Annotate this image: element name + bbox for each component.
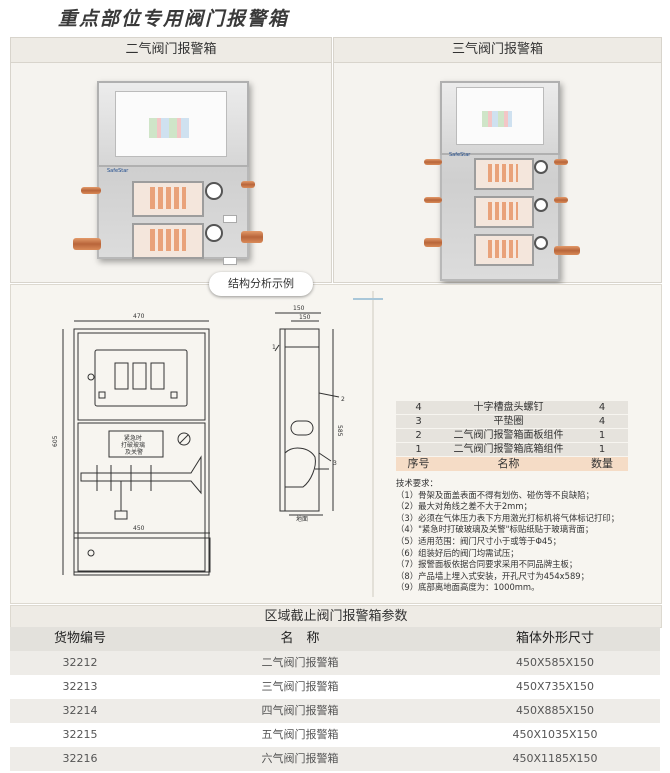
dim-height: 605 (52, 435, 59, 447)
table-row: 32215 五气阀门报警箱 450X1035X150 (10, 723, 660, 747)
callout-3: 3 (333, 460, 337, 467)
cell-size: 450X1185X150 (512, 752, 598, 765)
tech-item: （5）适用范围：阀门尺寸小于或等于Φ45； (396, 535, 561, 546)
table-row: 32214 四气阀门报警箱 450X885X150 (10, 699, 660, 723)
table-row: 32212 二气阀门报警箱 450X585X150 (10, 651, 660, 675)
tech-title: 技术要求： (396, 478, 438, 488)
tech-requirements: 技术要求： （1）骨架及面盖表面不得有划伤、碰伤等不良缺陷； （2）最大对角线之… (396, 478, 661, 594)
dim-depth-2: 150 (299, 314, 311, 321)
dim-width: 470 (133, 313, 145, 320)
parts-row: 2 二气阀门报警箱面板组件 1 (396, 429, 628, 442)
warning-line-1: 紧急时 (124, 434, 142, 442)
cell-name: 六气阀门报警箱 (261, 752, 339, 765)
tech-item: （4）"紧急时打破玻璃及关警"标贴纸贴于玻璃背面； (396, 524, 594, 535)
part-name: 十字槽盘头螺钉 (473, 402, 544, 413)
cell-name: 四气阀门报警箱 (261, 704, 339, 717)
two-gas-panel: 二气阀门报警箱 SafeStar (10, 37, 332, 283)
part-qty: 1 (598, 444, 606, 455)
three-gas-panel-title: 三气阀门报警箱 (334, 38, 661, 63)
tech-item: （1）骨架及面盖表面不得有划伤、碰伤等不良缺陷； (396, 489, 594, 500)
parts-header-qty: 数量 (591, 457, 613, 470)
part-no: 4 (415, 402, 422, 413)
header-size: 箱体外形尺寸 (515, 631, 594, 646)
part-no: 1 (415, 444, 422, 455)
spec-table-title: 区域截止阀门报警箱参数 (10, 605, 662, 628)
parts-header: 序号 名称 数量 (396, 457, 628, 471)
warning-line-2: 打破玻璃 (121, 441, 145, 449)
technical-drawing: 470 605 150 150 585 450 紧急时 打破玻璃 及关警 地面 … (52, 291, 383, 597)
callout-2: 2 (341, 396, 345, 403)
three-gas-panel: 三气阀门报警箱 SafeStar (333, 37, 662, 283)
part-name: 平垫圈 (493, 416, 524, 427)
parts-row: 1 二气阀门报警箱底箱组件 1 (396, 443, 628, 456)
dim-depth-1: 150 (293, 305, 305, 312)
tech-item: （7）报警面板依据合同要求采用不同品牌主板； (396, 559, 578, 570)
spec-table: 货物编号 名 称 箱体外形尺寸 32212 二气阀门报警箱 450X585X15… (10, 627, 660, 771)
dim-bottom-width: 450 (133, 525, 145, 532)
tech-item: （8）产品墙上埋入式安装，开孔尺寸为454x589； (396, 570, 590, 581)
cell-name: 三气阀门报警箱 (261, 680, 339, 693)
dim-side-height: 585 (336, 425, 343, 437)
tech-item: （9）底部离地面高度为：1000mm。 (396, 582, 540, 593)
cell-name: 二气阀门报警箱 (261, 656, 339, 669)
cell-code: 32212 (62, 656, 98, 669)
structure-callout: 结构分析示例 (209, 272, 313, 296)
tech-item: （3）必须在气体压力表下方用激光打标机将气体标记打印； (396, 512, 620, 523)
spec-table-header: 货物编号 名 称 箱体外形尺寸 (10, 627, 660, 651)
cell-name: 五气阀门报警箱 (261, 728, 339, 741)
parts-header-name: 名称 (497, 457, 520, 470)
cell-size: 450X585X150 (515, 656, 595, 669)
warning-line-3: 及关警 (125, 448, 143, 456)
part-qty: 1 (598, 430, 606, 441)
page-title: 重点部位专用阀门报警箱 (58, 8, 290, 30)
cell-size: 450X885X150 (515, 704, 595, 717)
part-no: 3 (415, 416, 422, 427)
cell-code: 32215 (62, 728, 98, 741)
cell-code: 32214 (62, 704, 98, 717)
cell-code: 32216 (62, 752, 98, 765)
table-row: 32213 三气阀门报警箱 450X735X150 (10, 675, 660, 699)
header-name: 名 称 (280, 631, 320, 646)
parts-row: 4 十字槽盘头螺钉 4 (396, 401, 628, 414)
parts-header-no: 序号 (407, 457, 430, 470)
part-name: 二气阀门报警箱底箱组件 (453, 444, 564, 455)
three-gas-box-photo: SafeStar (334, 63, 661, 282)
part-qty: 4 (598, 416, 606, 427)
part-qty: 4 (598, 402, 606, 413)
parts-table: 4 十字槽盘头螺钉 4 3 平垫圈 4 2 二气阀门报警箱面板组件 1 1 二气… (396, 401, 628, 472)
parts-row: 3 平垫圈 4 (396, 415, 628, 428)
cell-size: 450X1035X150 (512, 728, 598, 741)
tech-item: （2）最大对角线之差不大于2mm； (396, 501, 532, 512)
part-no: 2 (415, 430, 422, 441)
two-gas-box-photo: SafeStar (11, 63, 331, 282)
table-row: 32216 六气阀门报警箱 450X1185X150 (10, 747, 660, 771)
ground-label: 地面 (296, 515, 308, 523)
part-name: 二气阀门报警箱面板组件 (453, 430, 564, 441)
tech-item: （6）组装好后的阀门均需试压； (396, 547, 519, 558)
two-gas-panel-title: 二气阀门报警箱 (11, 38, 331, 63)
callout-1: 1 (272, 344, 276, 351)
cell-size: 450X735X150 (515, 680, 595, 693)
header-code: 货物编号 (53, 631, 106, 646)
cell-code: 32213 (62, 680, 98, 693)
